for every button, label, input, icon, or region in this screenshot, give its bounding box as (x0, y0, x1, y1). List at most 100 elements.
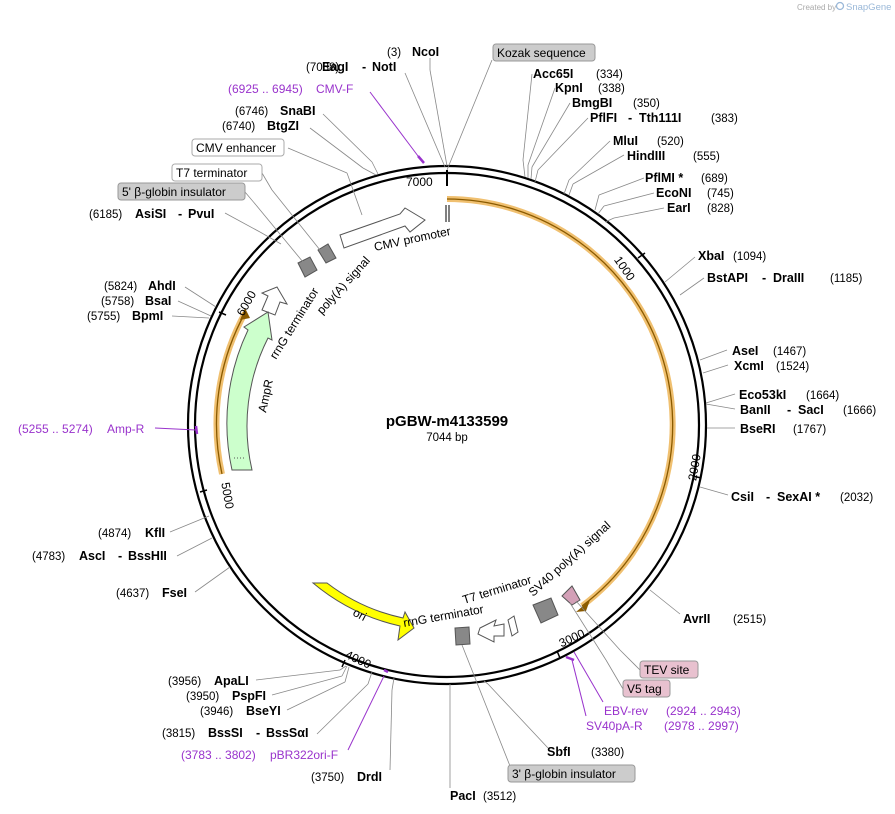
callout-kozak-sequence[interactable]: Kozak sequence (446, 43, 596, 171)
svg-text:BanII: BanII (740, 403, 771, 417)
svg-text:AseI: AseI (732, 344, 758, 358)
svg-text:BssHII: BssHII (128, 549, 167, 563)
callout-t7-terminator[interactable]: T7 terminator (171, 163, 321, 251)
callout-5-beta-globin-insulator[interactable]: 5' β-globin insulator (117, 182, 304, 263)
primer-pbr322ori-f[interactable]: (3783 .. 3802) pBR322ori-F (181, 668, 389, 762)
svg-text:Acc65I: Acc65I (533, 67, 573, 81)
svg-text:FseI: FseI (162, 586, 187, 600)
site-pflmi[interactable]: PflMI * (689) (594, 171, 728, 211)
feature-t7-terminator-right-arrow[interactable] (507, 615, 519, 637)
svg-text:(2978 .. 2997): (2978 .. 2997) (664, 719, 739, 733)
site-bstapi-draiii[interactable]: BstAPI - DraIII (1185) (679, 271, 863, 296)
site-bsai[interactable]: (5758) BsaI (101, 294, 212, 317)
feature-3-beta-globin-insulator-block[interactable] (454, 626, 471, 646)
site-btgzi[interactable]: (6740) BtgZI (222, 119, 377, 176)
feature-rrng-terminator-left[interactable]: rrnG terminator (260, 285, 322, 362)
site-ahdi[interactable]: (5824) AhdI (104, 279, 217, 308)
site-econi[interactable]: EcoNI (745) (597, 186, 734, 215)
svg-text:XcmI: XcmI (734, 359, 764, 373)
callout-cmv-enhancer[interactable]: CMV enhancer (191, 138, 363, 216)
site-apali[interactable]: (3956) ApaLI (168, 665, 347, 688)
svg-text:(689): (689) (701, 173, 728, 185)
feature-cmv-promoter[interactable]: CMV promoter (339, 207, 452, 254)
feature-rrng-terminator-right-arrow[interactable] (477, 619, 505, 643)
primer-ebv-rev[interactable]: EBV-rev (2924 .. 2943) (573, 651, 741, 718)
svg-text:PvuI: PvuI (188, 207, 214, 221)
site-avrii[interactable]: AvrII (2515) (649, 589, 766, 626)
feature-tev-v5-block[interactable] (561, 585, 581, 606)
plasmid-length: 7044 bp (426, 432, 468, 444)
site-bseyi[interactable]: (3946) BseYI (200, 666, 350, 718)
site-eco53ki[interactable]: Eco53kI (1664) (705, 388, 839, 404)
feature-ori[interactable]: ori (311, 582, 415, 642)
site-bpmi[interactable]: (5755) BpmI (87, 309, 210, 323)
site-eari[interactable]: EarI (828) (604, 201, 734, 223)
svg-text:(2515): (2515) (733, 614, 766, 626)
svg-text:BssSαI: BssSαI (266, 726, 308, 740)
primer-cmv-f[interactable]: (6925 .. 6945) CMV-F (228, 82, 425, 164)
svg-text:(6925 .. 6945): (6925 .. 6945) (228, 82, 303, 96)
site-kpni[interactable]: KpnI (338) (527, 81, 625, 178)
primer-sv40pa-r[interactable]: SV40pA-R (2978 .. 2997) (565, 655, 739, 733)
svg-text:(7038): (7038) (306, 62, 339, 74)
svg-text:(3956): (3956) (168, 676, 201, 688)
tick-6000: 6000 (234, 288, 260, 318)
site-bmgbi[interactable]: BmgBI (350) (530, 96, 660, 180)
svg-text:BpmI: BpmI (132, 309, 163, 323)
svg-text:BtgZI: BtgZI (267, 119, 299, 133)
site-sbfi[interactable]: SbfI (3380) (483, 680, 624, 759)
svg-text:(3950): (3950) (186, 691, 219, 703)
site-hindiii[interactable]: HindIII (555) (568, 149, 720, 196)
svg-text:(6740): (6740) (222, 121, 255, 133)
site-ncoi[interactable]: (3) NcoI (387, 45, 448, 167)
site-fsei[interactable]: (4637) FseI (116, 566, 231, 600)
site-xcmi[interactable]: XcmI (1524) (702, 359, 809, 374)
callout-3-beta-globin-insulator[interactable]: 3' β-globin insulator (461, 644, 636, 783)
site-pspfi[interactable]: (3950) PspFI (186, 665, 348, 703)
site-asisi-pvui[interactable]: (6185) AsiSI - PvuI (89, 207, 282, 245)
primer-amp-r[interactable]: (5255 .. 5274) Amp-R (18, 422, 199, 436)
feature-sv40-polya-block[interactable] (532, 597, 559, 624)
feature-ampr[interactable]: AmpR (226, 311, 276, 471)
svg-text:(828): (828) (707, 203, 734, 215)
site-bsssi-bsssai[interactable]: (3815) BssSI - BssSαI (162, 671, 373, 740)
svg-text:AhdI: AhdI (148, 279, 176, 293)
site-bseri[interactable]: BseRI (1767) (707, 422, 826, 436)
svg-text:AscI: AscI (79, 549, 105, 563)
svg-text:PspFI: PspFI (232, 689, 266, 703)
site-kfli[interactable]: (4874) KflI (98, 515, 210, 540)
svg-text:-: - (118, 549, 122, 563)
site-pflfi-tth111i[interactable]: PflFI - Tth111I (383) (534, 111, 738, 183)
svg-text:CMV enhancer: CMV enhancer (196, 141, 276, 155)
callout-v5-tag[interactable]: V5 tag (569, 602, 671, 698)
svg-text:(334): (334) (596, 69, 623, 81)
svg-text:EBV-rev: EBV-rev (604, 704, 648, 718)
svg-text:MluI: MluI (613, 134, 638, 148)
svg-text:KpnI: KpnI (555, 81, 583, 95)
svg-text:(3783 .. 3802): (3783 .. 3802) (181, 748, 256, 762)
svg-text:NotI: NotI (372, 60, 396, 74)
site-mlui[interactable]: MluI (520) (563, 134, 684, 195)
site-asei[interactable]: AseI (1467) (699, 344, 806, 361)
site-acc65i[interactable]: Acc65I (334) (522, 67, 623, 178)
svg-text:ori: ori (351, 605, 369, 624)
svg-text:CsiI: CsiI (731, 490, 754, 504)
svg-text:-: - (628, 111, 632, 125)
site-drdi[interactable]: (3750) DrdI (311, 677, 395, 784)
site-eagi-noti[interactable]: (7038) EagI - NotI (306, 60, 446, 168)
site-paci[interactable]: PacI (3512) (449, 684, 516, 803)
site-snabi[interactable]: (6746) SnaBI (235, 104, 379, 175)
site-xbai[interactable]: XbaI (1094) (664, 249, 766, 283)
svg-text:T7 terminator: T7 terminator (176, 166, 247, 180)
site-banii-saci[interactable]: BanII - SacI (1666) (705, 403, 876, 417)
feature-t7-terminator-block[interactable] (317, 243, 337, 264)
svg-text:(1185): (1185) (830, 273, 863, 285)
svg-text:Kozak sequence: Kozak sequence (497, 46, 586, 60)
svg-text:DrdI: DrdI (357, 770, 382, 784)
site-csii-sexai[interactable]: CsiI - SexAI * (2032) (699, 486, 873, 504)
svg-text:NcoI: NcoI (412, 45, 439, 59)
svg-text:EagI: EagI (322, 60, 348, 74)
site-asci-bsshii[interactable]: (4783) AscI - BssHII (32, 537, 213, 563)
callout-tev-site[interactable]: TEV site (575, 600, 699, 679)
svg-text:(3): (3) (387, 47, 401, 59)
